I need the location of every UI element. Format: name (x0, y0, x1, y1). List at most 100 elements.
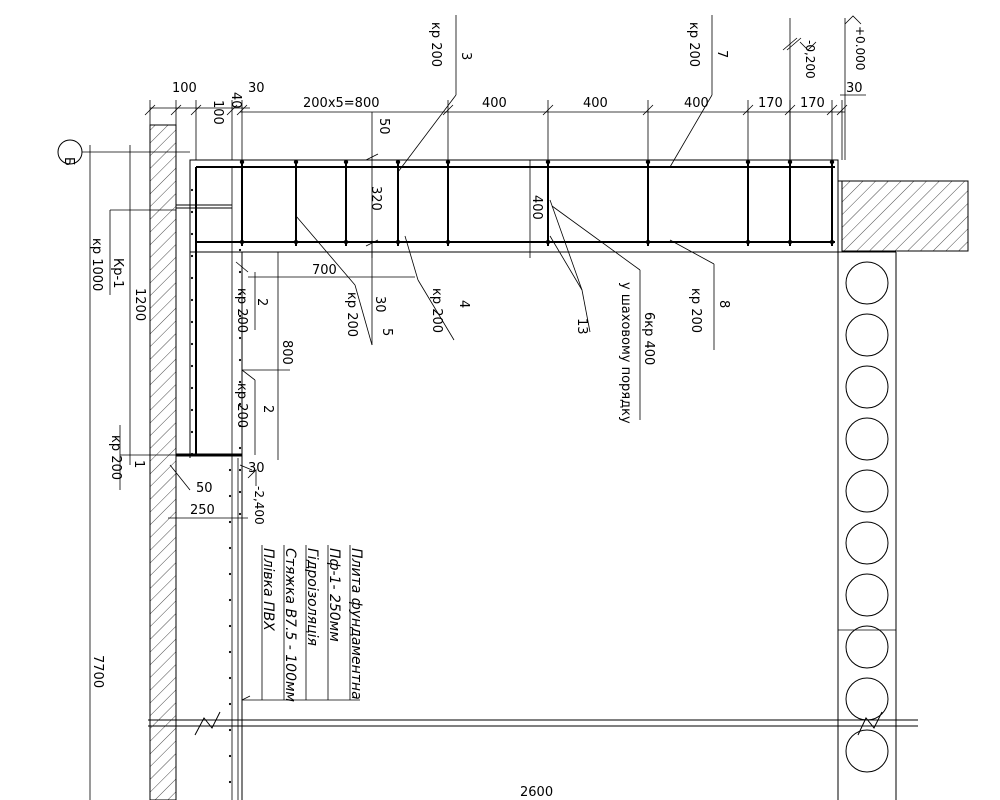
rebar-5-number: 5 (379, 328, 394, 336)
rebar-dot (238, 270, 242, 274)
dim-40: 40 (228, 92, 243, 109)
dim-1200: 1200 (132, 288, 147, 321)
rebar-dot (228, 780, 232, 784)
rebar-leaders-top: 3 кр 200 7 кр 200 (397, 15, 729, 173)
rebar-dot (238, 314, 242, 318)
rebar-dot (545, 159, 551, 165)
rebar-dot (787, 159, 793, 165)
rebar-dot (190, 430, 194, 434)
dim-30-bottom: 30 (248, 461, 265, 476)
rebar-dot (190, 364, 194, 368)
dim-beam-top-50: 50 (376, 118, 391, 135)
level-minus-2400: -2,400 (252, 486, 266, 525)
rebar-dot (445, 159, 451, 165)
dim-170-a: 170 (758, 96, 783, 111)
dim-30-right: 30 (846, 81, 863, 96)
retaining-wall (176, 160, 243, 516)
rebar-dot (238, 512, 242, 516)
rebar-dot (190, 452, 194, 456)
rebar-1-step: кр 200 (108, 435, 123, 480)
rebar-dot (829, 159, 835, 165)
rebar-dot (190, 386, 194, 390)
layer-2: Пф-1- 250мм (326, 548, 342, 642)
rebar-dot (228, 520, 232, 524)
rebar-5-step: кр 200 (344, 292, 359, 337)
rebar-dot (238, 446, 242, 450)
rebar-dot (190, 320, 194, 324)
level-markers: +0.000 -0,200 -2,400 (247, 15, 867, 525)
rebar-dot (645, 159, 651, 165)
rebar-dot (395, 239, 401, 245)
slab-core (845, 417, 889, 461)
rebar-dot (238, 248, 242, 252)
rebar-dot (238, 468, 242, 472)
rebar-8-step: кр 200 (688, 288, 703, 333)
rebar-dot (190, 254, 194, 258)
layer-1: Плита фундаментна (348, 548, 364, 700)
dim-400-a: 400 (482, 96, 507, 111)
rebar-dot (190, 276, 194, 280)
rebar-dot (238, 292, 242, 296)
dim-170-b: 170 (800, 96, 825, 111)
rebar-dot (238, 380, 242, 384)
level-minus-0200: -0,200 (803, 40, 817, 79)
rebar-leaders-lower: 2 кр 200 700 5 30 кр 200 4 кр 200 13 6кр… (234, 199, 731, 460)
axis-marker-label: Б (61, 157, 76, 166)
dim-100-top: 100 (172, 81, 197, 96)
dim-30-left: 30 (248, 81, 265, 96)
rebar-dot (787, 239, 793, 245)
rebar-dot (228, 754, 232, 758)
slab-core (845, 365, 889, 409)
rebar-dot (228, 728, 232, 732)
rebar-dot (228, 650, 232, 654)
rebar-dot (190, 232, 194, 236)
dim-400-b: 400 (583, 96, 608, 111)
foundation-slab-lines (228, 458, 243, 800)
top-dimension-chain: 100 40 30 100 200x5=800 400 400 400 170 … (144, 81, 866, 160)
dim-beam-400: 400 (529, 195, 544, 220)
rebar-4-number: 4 (456, 300, 471, 308)
rebar-dot (545, 239, 551, 245)
rebar-2a-step: кр 200 (234, 288, 249, 333)
dim-50-bottom: 50 (196, 481, 213, 496)
rebar-dot (228, 676, 232, 680)
rebar-2b-number: 2 (260, 405, 275, 413)
dim-250: 250 (190, 503, 215, 518)
rebar-7-step: кр 200 (686, 22, 701, 67)
rebar-4-step: кр 200 (429, 288, 444, 333)
rebar-dot (343, 239, 349, 245)
beam-internal-dims: 50 320 400 (365, 112, 544, 258)
rebar-dot (829, 239, 835, 245)
rebar-7-number: 7 (714, 50, 729, 58)
rebar-dot (445, 239, 451, 245)
rebar-dot (190, 298, 194, 302)
rebar-dot (228, 702, 232, 706)
rebar-dot (238, 424, 242, 428)
rebar-dot (395, 159, 401, 165)
dim-800: 800 (279, 340, 294, 365)
dim-100-diag: 100 (210, 100, 225, 125)
left-wall (149, 124, 177, 800)
grade-beam (189, 159, 839, 253)
rebar-8-number: 8 (716, 300, 731, 308)
dim-beam-height: 320 (368, 186, 383, 211)
bottom-partial-dim: 2600 (520, 785, 553, 800)
rebar-dot (239, 159, 245, 165)
rebar-dot (228, 598, 232, 602)
rebar-dot (190, 408, 194, 412)
layer-4: Стяжка B7.5 - 100мм (282, 548, 298, 703)
rebar-3-number: 3 (458, 52, 473, 60)
slab-core (845, 573, 889, 617)
rebar-13-number: 13 (574, 318, 589, 335)
rebar-dot (293, 239, 299, 245)
rebar-2b-step: кр 200 (234, 383, 249, 428)
rebar-dot (228, 546, 232, 550)
rebar-dot (228, 494, 232, 498)
rebar-dot (190, 342, 194, 346)
kr1-label: Кр-1 (110, 258, 125, 288)
rebar-dot (190, 188, 194, 192)
layer-5: Плівка ПВХ (260, 548, 276, 631)
slab-core (845, 469, 889, 513)
dim-700: 700 (312, 263, 337, 278)
